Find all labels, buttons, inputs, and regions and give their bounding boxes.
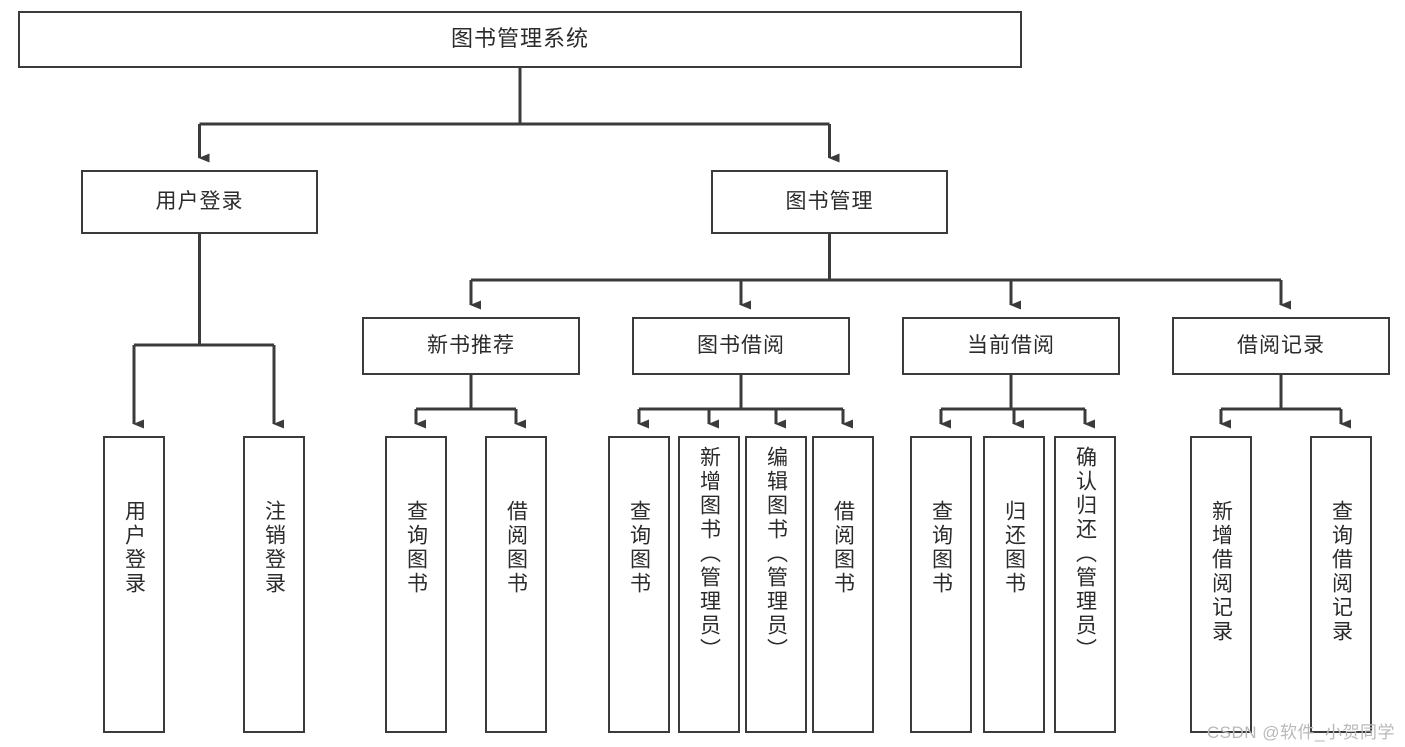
node-label-leaf-add-book: 新增图书（管理员） [697, 446, 721, 662]
node-user-login[interactable]: 用户登录 [81, 170, 318, 234]
node-leaf-confirm-return[interactable]: 确认归还（管理员） [1054, 436, 1116, 733]
node-leaf-borrow-book-2[interactable]: 借阅图书 [812, 436, 874, 733]
node-label-leaf-query-book-2: 查询图书 [627, 500, 651, 596]
node-label-leaf-query-book-3: 查询图书 [929, 500, 953, 596]
node-leaf-edit-book[interactable]: 编辑图书（管理员） [745, 436, 807, 733]
node-book-borrow[interactable]: 图书借阅 [632, 317, 850, 375]
node-label-book-borrow: 图书借阅 [697, 333, 785, 357]
node-leaf-user-login[interactable]: 用户登录 [103, 436, 165, 733]
node-leaf-borrow-book-1[interactable]: 借阅图书 [485, 436, 547, 733]
node-label-leaf-borrow-book-1: 借阅图书 [504, 500, 528, 596]
node-leaf-add-record[interactable]: 新增借阅记录 [1190, 436, 1252, 733]
node-label-borrow-record: 借阅记录 [1237, 333, 1325, 357]
node-leaf-query-book-3[interactable]: 查询图书 [910, 436, 972, 733]
node-label-user-login: 用户登录 [155, 189, 244, 213]
node-label-leaf-return-book: 归还图书 [1002, 500, 1026, 596]
node-leaf-logout[interactable]: 注销登录 [243, 436, 305, 733]
node-current-borrow[interactable]: 当前借阅 [902, 317, 1120, 375]
node-new-book-rec[interactable]: 新书推荐 [362, 317, 580, 375]
node-leaf-query-book-2[interactable]: 查询图书 [608, 436, 670, 733]
node-label-leaf-query-record: 查询借阅记录 [1329, 500, 1353, 644]
watermark-text: CSDN @软件_小贺同学 [1206, 723, 1395, 742]
node-borrow-record[interactable]: 借阅记录 [1172, 317, 1390, 375]
node-label-leaf-confirm-return: 确认归还（管理员） [1073, 446, 1097, 662]
node-label-new-book-rec: 新书推荐 [427, 333, 515, 357]
node-leaf-add-book[interactable]: 新增图书（管理员） [678, 436, 740, 733]
node-leaf-query-book-1[interactable]: 查询图书 [385, 436, 447, 733]
node-label-book-manage: 图书管理 [785, 189, 874, 213]
node-label-leaf-add-record: 新增借阅记录 [1209, 500, 1233, 644]
node-label-leaf-edit-book: 编辑图书（管理员） [764, 446, 788, 662]
node-label-leaf-user-login: 用户登录 [122, 500, 146, 596]
node-leaf-return-book[interactable]: 归还图书 [983, 436, 1045, 733]
node-leaf-query-record[interactable]: 查询借阅记录 [1310, 436, 1372, 733]
node-label-leaf-borrow-book-2: 借阅图书 [831, 500, 855, 596]
node-root[interactable]: 图书管理系统 [18, 11, 1022, 68]
node-label-root: 图书管理系统 [450, 26, 589, 52]
node-book-manage[interactable]: 图书管理 [711, 170, 948, 234]
node-label-current-borrow: 当前借阅 [967, 333, 1055, 357]
node-label-leaf-query-book-1: 查询图书 [404, 500, 428, 596]
node-label-leaf-logout: 注销登录 [262, 500, 286, 596]
